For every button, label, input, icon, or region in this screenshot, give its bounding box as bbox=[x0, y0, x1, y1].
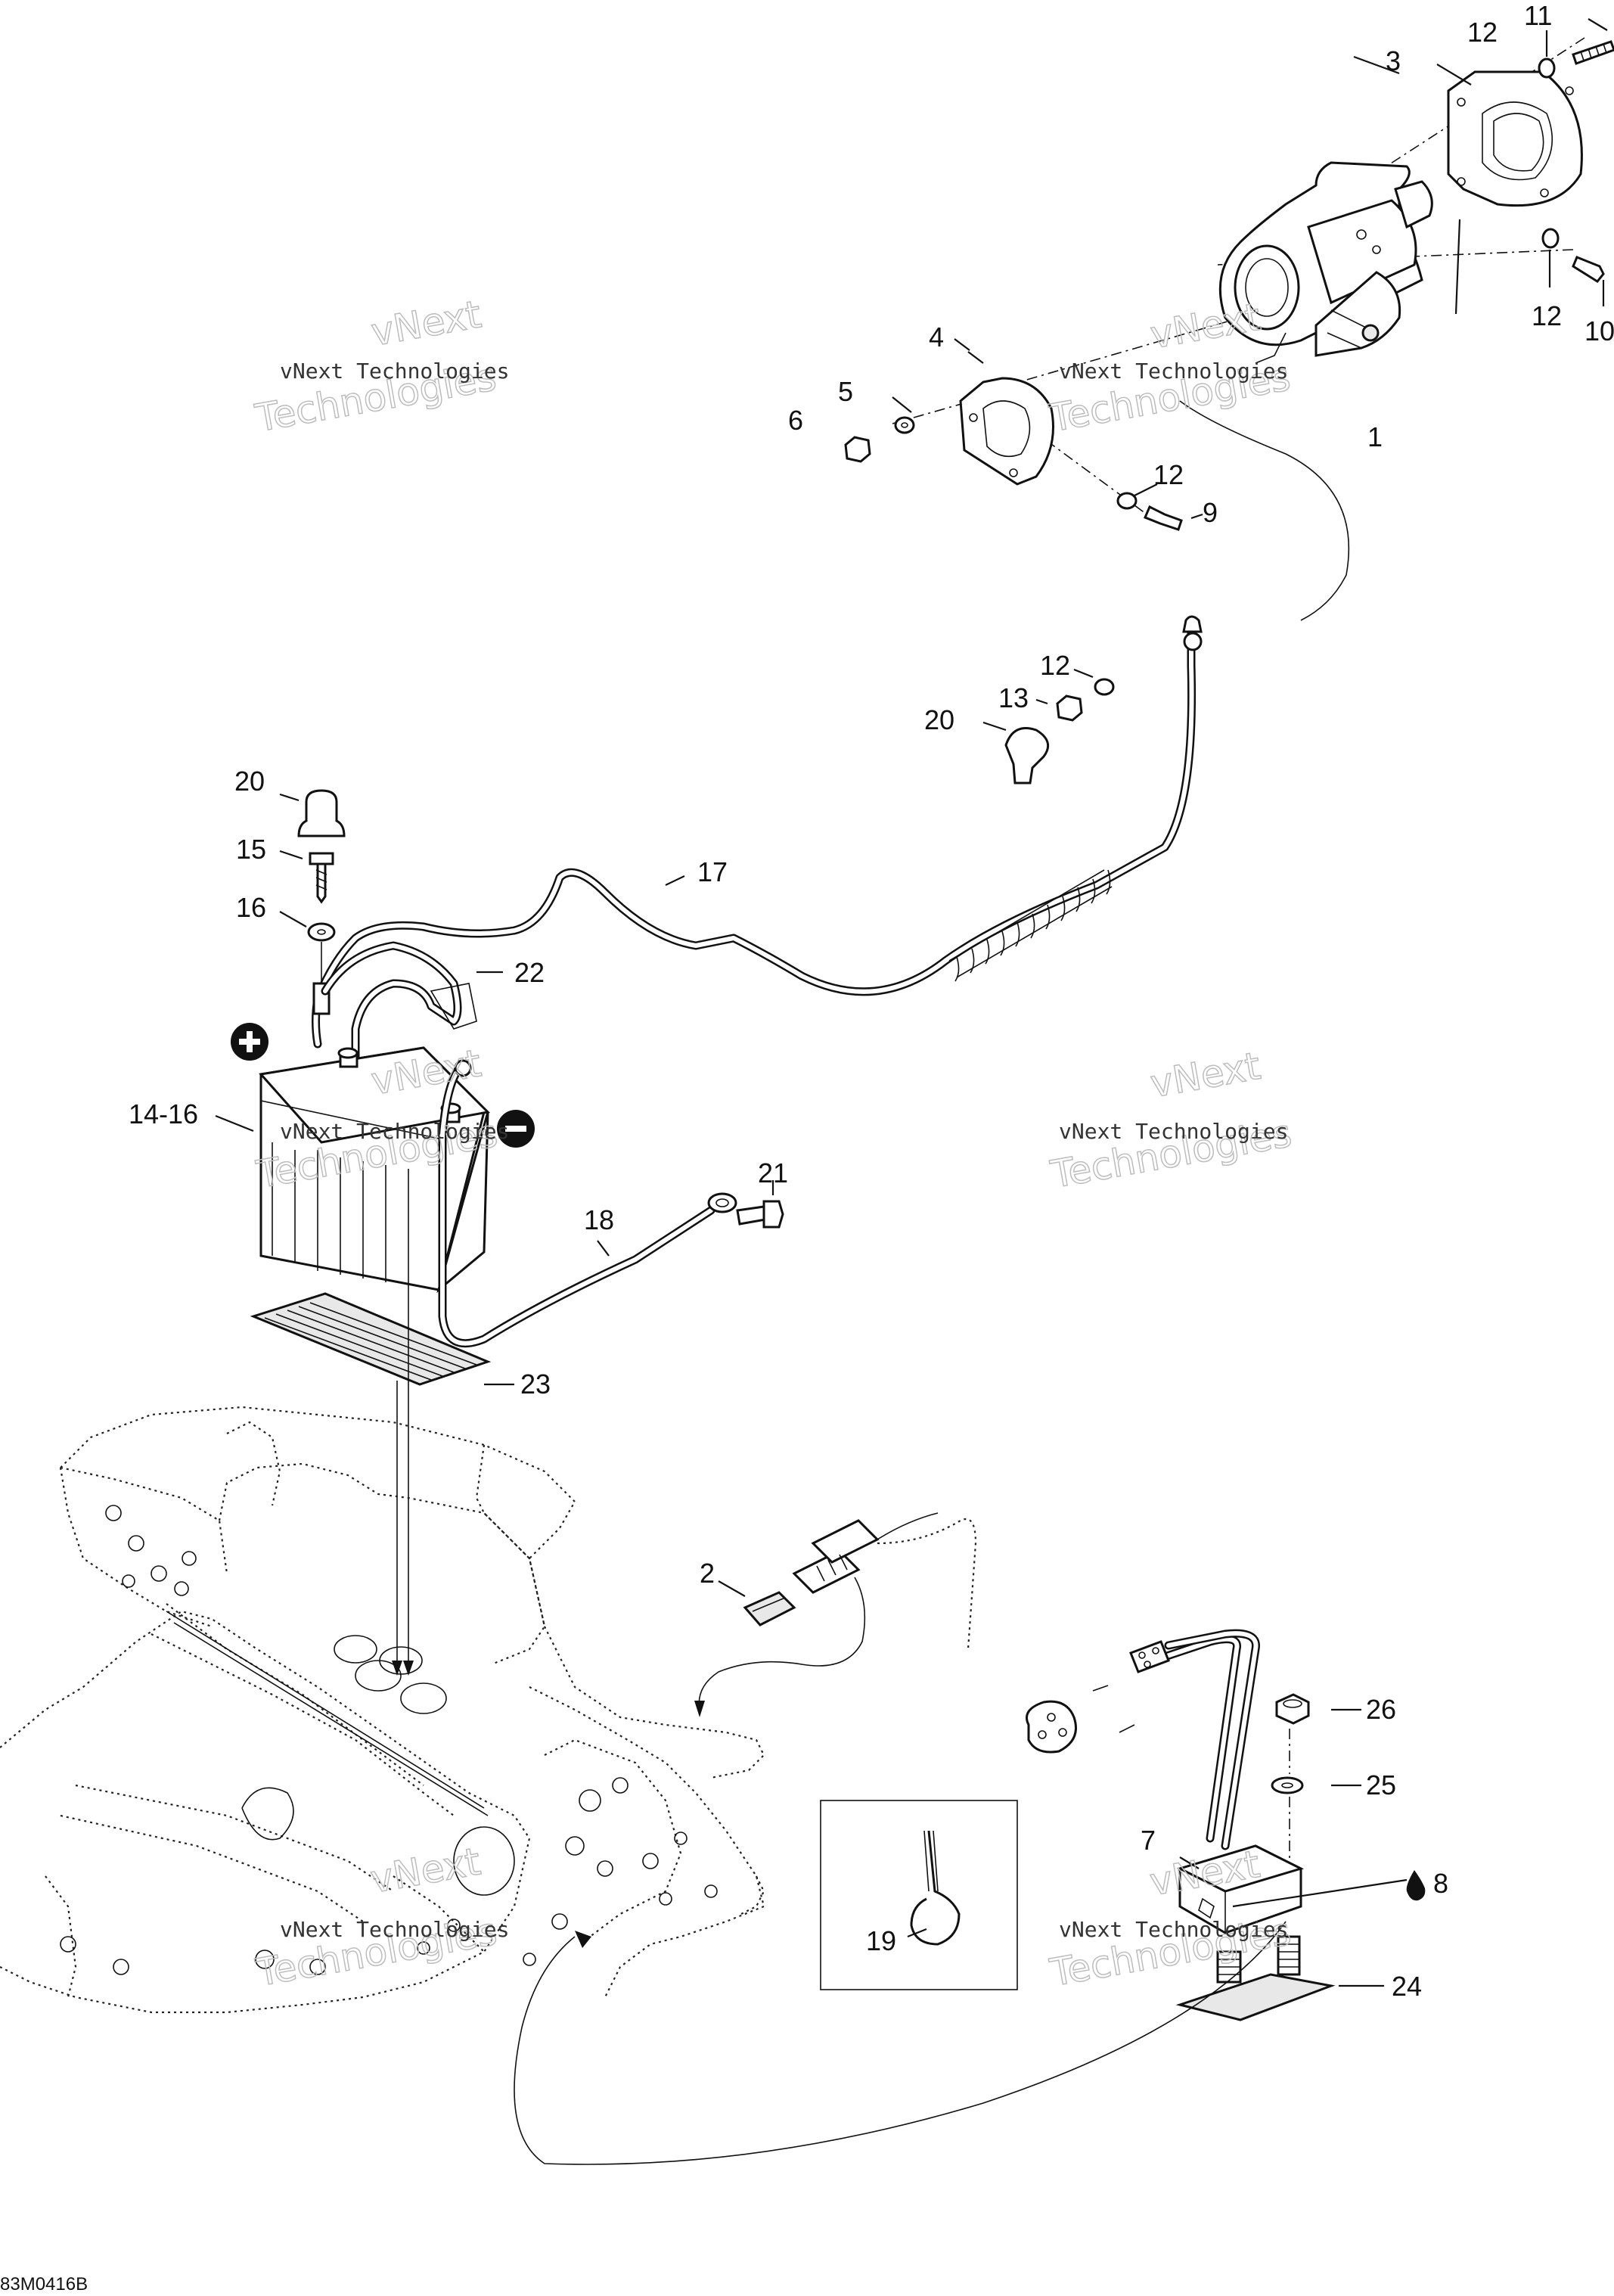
callout-23: 23 bbox=[520, 1369, 551, 1400]
callout-13: 13 bbox=[998, 682, 1029, 713]
callout-labels: 1 2 3 4 5 6 7 8 9 10 11 12 12 12 12 13 1… bbox=[129, 0, 1614, 2002]
watermark-big-5a: vNext bbox=[368, 1839, 484, 1901]
callout-17: 17 bbox=[697, 856, 728, 887]
bolt-9 bbox=[1144, 505, 1183, 531]
nut-13 bbox=[1056, 694, 1083, 722]
callout-2: 2 bbox=[700, 1558, 715, 1589]
bolt-21 bbox=[736, 1205, 767, 1226]
drop-icon bbox=[1406, 1870, 1426, 1901]
callout-25: 25 bbox=[1366, 1769, 1396, 1800]
callout-5: 5 bbox=[838, 376, 853, 407]
terminal-boot-20-battery bbox=[297, 789, 346, 837]
callout-7: 7 bbox=[1141, 1825, 1156, 1856]
terminal-boot-20-starter bbox=[1004, 727, 1050, 784]
plate-24 bbox=[1175, 1973, 1336, 2021]
cable-tie-inset bbox=[820, 1800, 1018, 1990]
nut-26 bbox=[1275, 1693, 1310, 1725]
callout-26: 26 bbox=[1366, 1694, 1396, 1725]
starter-motor-group bbox=[844, 37, 1614, 531]
callout-12-cable: 12 bbox=[1040, 650, 1070, 681]
callout-12-right: 12 bbox=[1532, 300, 1562, 331]
callout-12-top: 12 bbox=[1467, 17, 1498, 48]
watermark-small-1: vNext Technologies bbox=[280, 359, 509, 384]
battery-pad-23 bbox=[250, 1292, 492, 1386]
callout-15: 15 bbox=[236, 834, 266, 865]
watermark-small-2: vNext Technologies bbox=[1059, 359, 1288, 384]
bolt-10 bbox=[1572, 256, 1605, 283]
minus-circle-icon bbox=[497, 1110, 535, 1148]
chassis-frame bbox=[0, 1406, 765, 2014]
washer-12-cable bbox=[1094, 678, 1115, 696]
starter-cable-17 bbox=[312, 400, 1349, 1049]
watermark-small-3: vNext Technologies bbox=[280, 1119, 509, 1144]
watermarks: vNext Technologies vNext Technologies vN… bbox=[251, 292, 1296, 1996]
watermark-small-6: vNext Technologies bbox=[1059, 1917, 1288, 1942]
watermark-small-5: vNext Technologies bbox=[280, 1917, 509, 1942]
callout-9: 9 bbox=[1203, 497, 1218, 528]
callout-3: 3 bbox=[1386, 45, 1401, 76]
callout-6: 6 bbox=[788, 405, 803, 436]
washer-16 bbox=[307, 922, 336, 942]
callout-4: 4 bbox=[929, 322, 944, 353]
callout-12-front: 12 bbox=[1153, 459, 1184, 490]
cable-tie-19 bbox=[910, 1830, 961, 1946]
callout-22: 22 bbox=[514, 957, 545, 988]
callout-21: 21 bbox=[758, 1157, 788, 1188]
washer-25 bbox=[1271, 1776, 1304, 1794]
washer-12-right bbox=[1541, 228, 1560, 249]
callout-11: 11 bbox=[1524, 0, 1552, 31]
screw-15 bbox=[309, 852, 334, 865]
plus-circle-icon bbox=[231, 1023, 268, 1061]
fuse-2 bbox=[743, 1591, 796, 1626]
nut-6 bbox=[844, 436, 871, 463]
callout-14-16: 14-16 bbox=[129, 1098, 198, 1129]
washer-5 bbox=[894, 416, 915, 434]
callout-20-battery: 20 bbox=[234, 766, 265, 797]
callout-19: 19 bbox=[866, 1925, 896, 1956]
leader-lines bbox=[215, 18, 1608, 1987]
watermark-big-4a: vNext bbox=[1147, 1044, 1264, 1106]
callout-18: 18 bbox=[584, 1204, 614, 1235]
starter-bracket-rear bbox=[1447, 70, 1583, 207]
washer-12-front bbox=[1116, 492, 1138, 510]
watermark-small-4: vNext Technologies bbox=[1059, 1119, 1288, 1144]
washer-12-top bbox=[1538, 57, 1556, 79]
solenoid-group bbox=[514, 1629, 1408, 2165]
callout-20-starter: 20 bbox=[924, 704, 954, 735]
bolt-11 bbox=[1572, 40, 1614, 65]
cable-coil-protector bbox=[948, 869, 1113, 978]
callout-16: 16 bbox=[236, 892, 266, 923]
callout-24: 24 bbox=[1392, 1971, 1422, 2002]
battery-group bbox=[231, 789, 784, 1676]
callout-10: 10 bbox=[1585, 315, 1614, 346]
fuse-harness bbox=[694, 1512, 977, 1717]
starter-bracket-front bbox=[959, 377, 1054, 486]
callout-1: 1 bbox=[1367, 421, 1383, 452]
watermark-big-2a: vNext bbox=[1147, 295, 1264, 357]
watermark-big-1a: vNext bbox=[368, 292, 484, 354]
callout-8: 8 bbox=[1433, 1868, 1448, 1899]
reference-code: 83M0416B bbox=[0, 2274, 88, 2294]
